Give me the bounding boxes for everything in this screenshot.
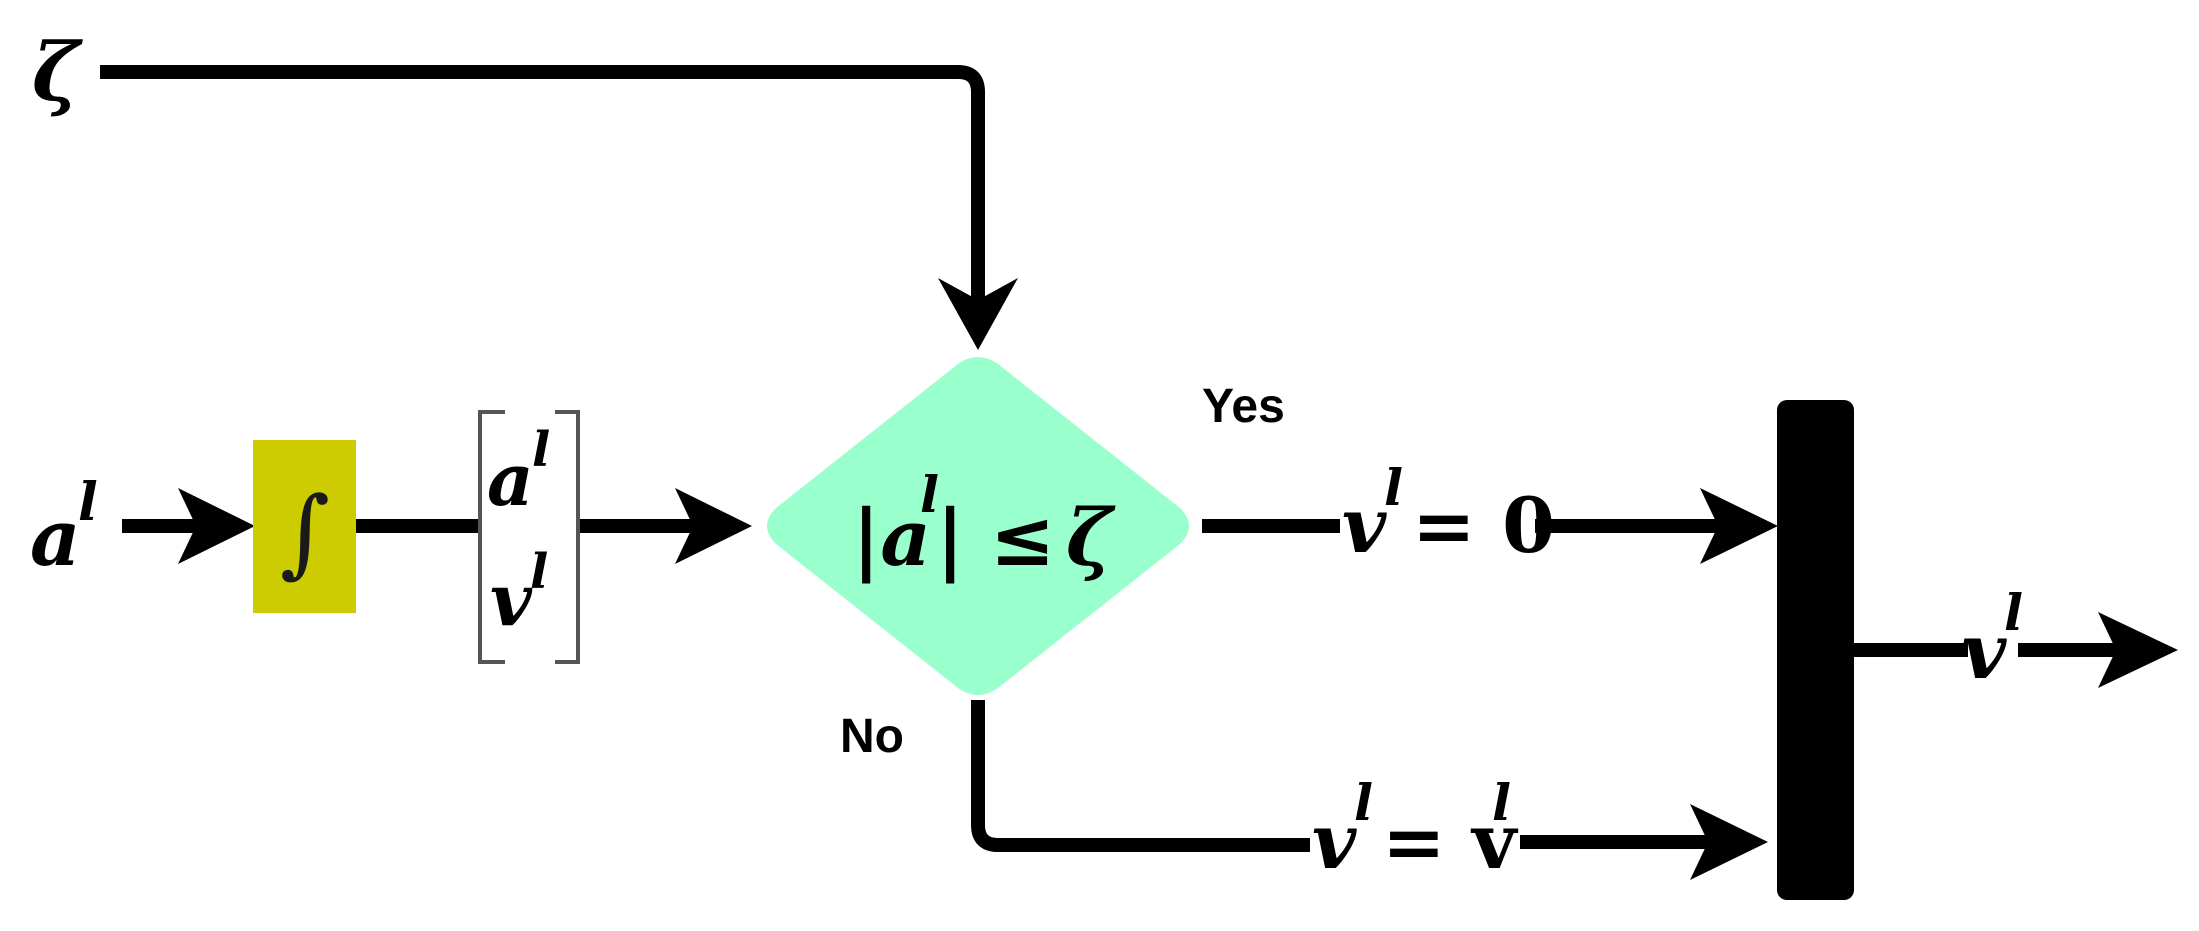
- state-vector-top: a: [487, 437, 534, 522]
- merge-bar: [1777, 400, 1854, 900]
- decision-abs-sup: l: [920, 465, 939, 524]
- state-vector-left-bracket: [478, 410, 505, 664]
- state-vector-bottom-sup: l: [530, 544, 548, 600]
- zeta-connector: [100, 65, 985, 300]
- yes-output-eq: = 0: [1412, 481, 1555, 570]
- state-vector-right-bracket: [555, 410, 580, 664]
- accel-input-label: a: [30, 493, 81, 584]
- state-vector-top-sup: l: [532, 422, 550, 478]
- decision-diamond: [767, 357, 1189, 695]
- decision-abs-open: |a: [852, 493, 931, 584]
- no-output-eq-sup: l: [1492, 773, 1511, 832]
- yes-branch-arrowhead: [1700, 488, 1778, 564]
- yes-output-var: v: [1342, 481, 1387, 570]
- no-branch-arrowhead: [1690, 804, 1768, 880]
- yes-output-sup: l: [1384, 458, 1403, 517]
- integral-symbol: ∫: [280, 476, 330, 588]
- decision-operator: ≤: [990, 493, 1055, 584]
- integrator-block: [253, 440, 356, 613]
- state-to-decision-arrowhead: [675, 488, 752, 564]
- no-output-eq: = v: [1382, 797, 1519, 886]
- no-branch-line-a: [971, 700, 1310, 852]
- output-var: v: [1962, 607, 2007, 696]
- state-vector-bottom: v: [490, 557, 533, 642]
- accel-input-arrowhead: [178, 488, 255, 564]
- no-output-sup: l: [1354, 773, 1373, 832]
- no-label: No: [840, 710, 904, 763]
- zeta-arrowhead: [938, 278, 1018, 350]
- output-sup: l: [2004, 583, 2023, 642]
- decision-threshold: ζ: [1066, 493, 1116, 584]
- zeta-input-label: ζ: [32, 25, 83, 119]
- no-output-var: v: [1312, 797, 1357, 886]
- yes-label: Yes: [1202, 380, 1285, 433]
- output-arrowhead: [2098, 612, 2178, 688]
- decision-abs-close: |: [936, 493, 964, 584]
- accel-input-sup: l: [78, 472, 98, 533]
